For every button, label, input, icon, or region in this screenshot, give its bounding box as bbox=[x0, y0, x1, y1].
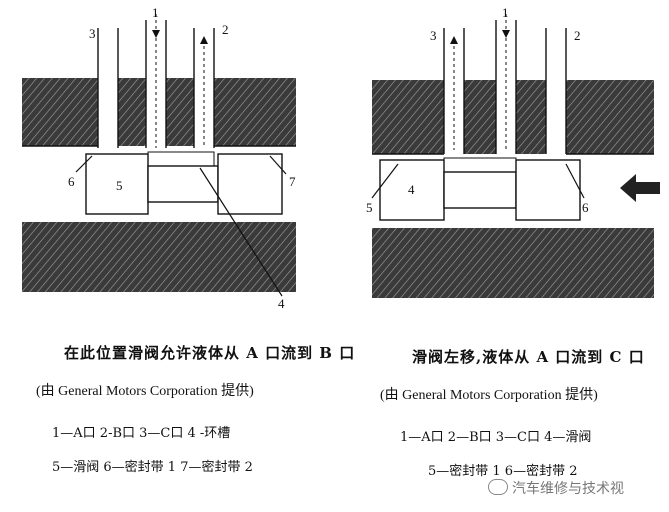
right-label-1: 1 bbox=[502, 5, 509, 20]
left-seal-band-2 bbox=[217, 153, 283, 215]
left-lower-housing bbox=[22, 222, 296, 292]
right-lower-housing bbox=[372, 228, 654, 298]
left-caption-credit: (由 General Motors Corporation 提供) bbox=[36, 384, 254, 399]
push-left-arrow bbox=[620, 174, 660, 202]
right-label-2: 2 bbox=[574, 28, 581, 43]
left-caption-title: 在此位置滑阀允许液体从 A 口流到 B 口 bbox=[64, 344, 356, 362]
left-legend-line-1: 1—A口 2-B口 3—C口 4 -环槽 bbox=[52, 426, 231, 441]
left-label-6: 6 bbox=[68, 174, 75, 189]
right-seal-band-2 bbox=[515, 159, 581, 221]
right-spool-stem bbox=[443, 171, 517, 209]
right-seal-band-1 bbox=[379, 159, 445, 221]
left-annular-groove bbox=[147, 151, 215, 167]
left-legend-line-2: 5—滑阀 6—密封带 1 7—密封带 2 bbox=[52, 460, 253, 475]
right-legend-line-1: 1—A口 2—B口 3—C口 4—滑阀 bbox=[400, 430, 592, 445]
right-annular-groove bbox=[443, 157, 517, 173]
left-label-5: 5 bbox=[116, 178, 123, 193]
watermark: 汽车维修与技术视 bbox=[488, 478, 624, 498]
watermark-text: 汽车维修与技术视 bbox=[512, 481, 624, 497]
left-flow-arrow-a bbox=[152, 30, 160, 38]
right-valve-drawing: 1 2 3 4 5 6 bbox=[366, 5, 660, 298]
right-label-5: 5 bbox=[366, 200, 373, 215]
left-port-c-channel bbox=[98, 6, 118, 151]
right-port-c-channel bbox=[444, 6, 464, 156]
left-label-2: 2 bbox=[222, 22, 229, 37]
left-port-a-channel bbox=[146, 6, 166, 151]
right-flow-arrow-c bbox=[450, 36, 458, 44]
right-flow-arrow-a bbox=[502, 30, 510, 38]
right-legend-line-2: 5—密封带 1 6—密封带 2 bbox=[428, 464, 578, 479]
right-label-6: 6 bbox=[582, 200, 589, 215]
left-label-3: 3 bbox=[89, 26, 96, 41]
left-valve-drawing: 1 2 3 4 5 6 7 bbox=[22, 5, 296, 311]
right-port-b-channel bbox=[546, 6, 566, 156]
wechat-icon bbox=[488, 479, 508, 495]
left-label-1: 1 bbox=[152, 5, 159, 20]
right-label-4: 4 bbox=[408, 182, 415, 197]
right-label-3: 3 bbox=[430, 28, 437, 43]
left-label-7: 7 bbox=[289, 174, 296, 189]
left-label-4: 4 bbox=[278, 296, 285, 311]
right-caption-title: 滑阀左移,液体从 A 口流到 C 口 bbox=[412, 348, 645, 366]
right-caption-credit: (由 General Motors Corporation 提供) bbox=[380, 388, 598, 403]
left-seal-band-1 bbox=[85, 153, 149, 215]
left-flow-arrow-b bbox=[200, 36, 208, 44]
left-spool-stem bbox=[147, 165, 219, 203]
